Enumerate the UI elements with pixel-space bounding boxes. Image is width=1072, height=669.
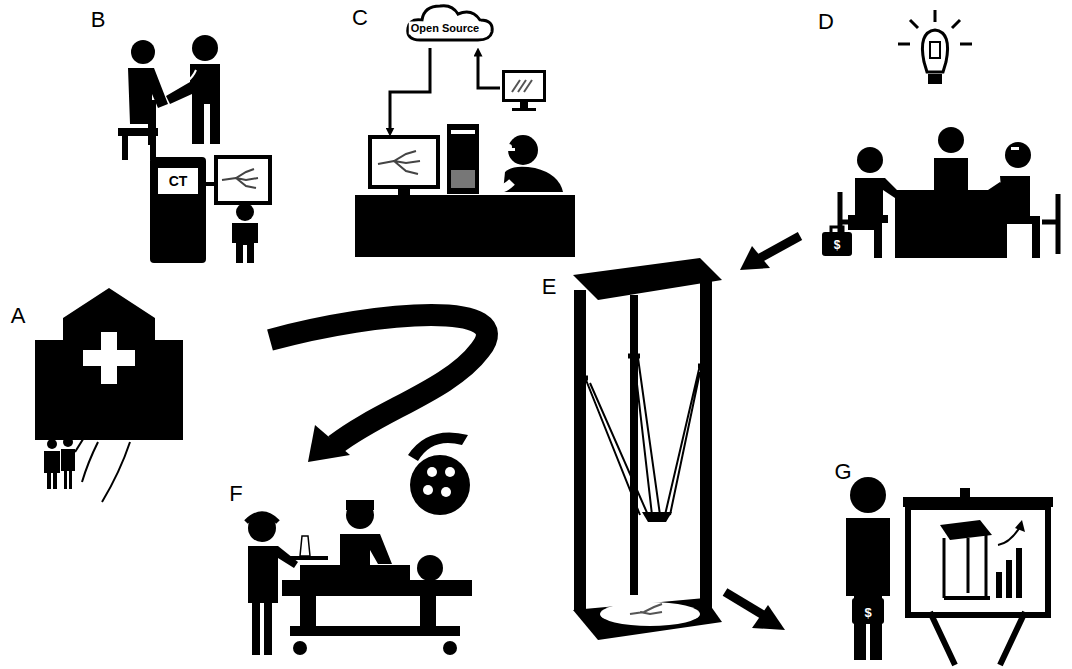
- panel-letter: G: [834, 461, 851, 483]
- hospital: [35, 288, 183, 502]
- presentation: [846, 477, 1053, 665]
- panel-letter: C: [352, 7, 368, 29]
- flow-arrow: [725, 592, 768, 618]
- flow-arrow-head: [740, 246, 770, 270]
- flow-arrow: [760, 236, 800, 258]
- panel-letter: F: [229, 483, 242, 505]
- panel-letter: D: [818, 11, 834, 33]
- loop-arrow-head: [308, 425, 350, 462]
- open-source-workstation: [355, 6, 575, 257]
- cloud-label: Open Source: [409, 22, 481, 35]
- delta-printer: [573, 258, 722, 640]
- panel-letter: E: [542, 276, 557, 298]
- xray-viewer: [214, 155, 272, 263]
- flow-arrow-head: [752, 605, 785, 630]
- currency-sign: $: [864, 606, 871, 619]
- loop-arrow: [270, 315, 487, 445]
- exam-scene: [118, 35, 220, 160]
- business-meeting: [822, 10, 1058, 258]
- ct-scanner: [150, 157, 216, 263]
- panel-letter: A: [11, 305, 26, 327]
- panel-letter: B: [91, 9, 106, 31]
- machine-label: CT: [167, 173, 190, 189]
- surgery-scene: [246, 433, 472, 656]
- currency-sign: $: [834, 239, 841, 251]
